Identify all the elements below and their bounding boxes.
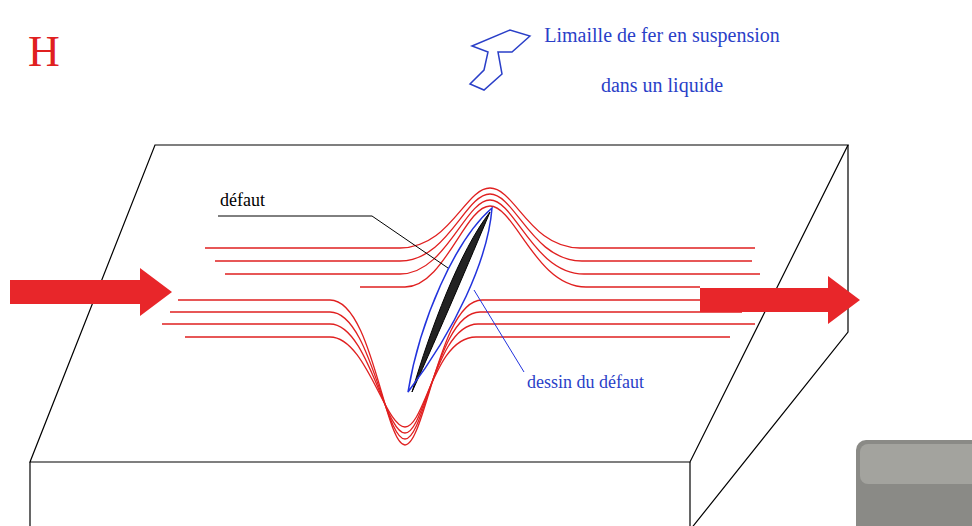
photo-fragment-highlight	[860, 444, 972, 484]
defect-crack	[412, 212, 490, 392]
field-symbol: H	[28, 26, 60, 79]
magnetic-field-lines	[162, 188, 760, 445]
annotation-label: Limaille de fer en suspension dans un li…	[527, 10, 797, 110]
photo-fragment	[856, 440, 972, 526]
steel-plate	[30, 145, 848, 526]
field-arrow	[700, 276, 860, 324]
leader-line	[218, 216, 448, 268]
leader-line	[474, 290, 524, 372]
defect-outline	[408, 208, 492, 392]
defect-label: défaut	[220, 190, 265, 212]
field-arrow	[10, 268, 172, 316]
pointer-arrow	[470, 30, 530, 90]
defect-outline-label: dessin du défaut	[527, 372, 644, 394]
